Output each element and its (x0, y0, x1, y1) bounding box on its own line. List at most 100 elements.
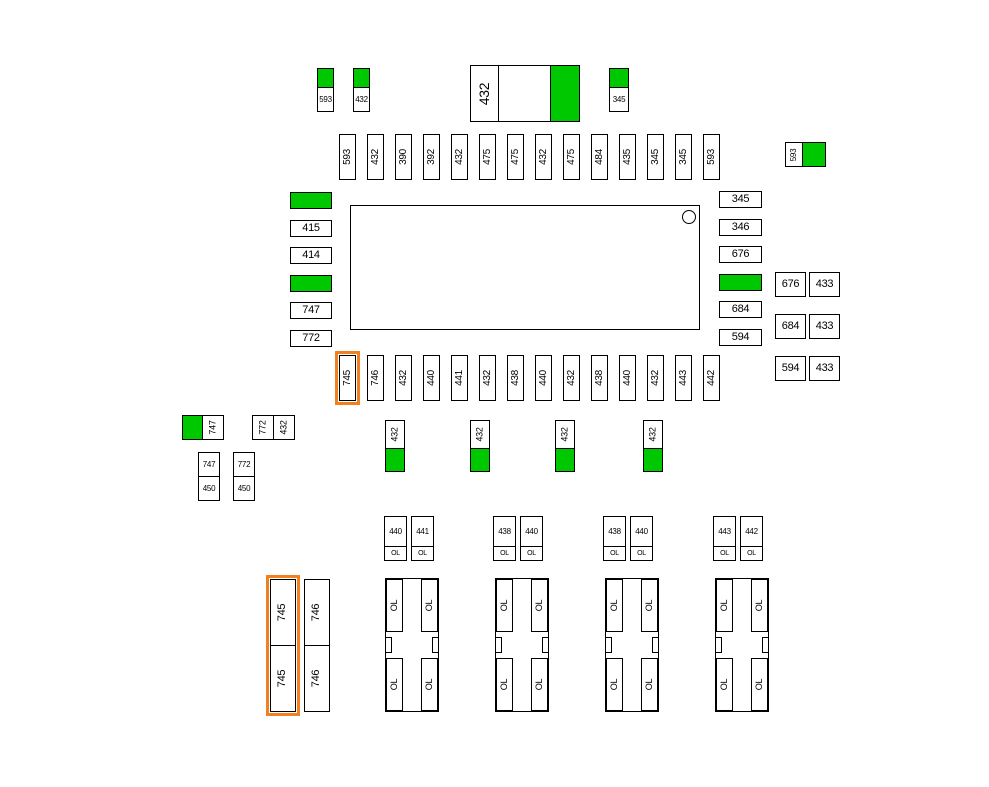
pad-net[interactable]: 593 (785, 142, 803, 167)
pad-net[interactable]: 745 (270, 645, 296, 712)
pad-ol[interactable]: OL (751, 658, 768, 711)
pad-net[interactable]: 441 (411, 516, 434, 547)
pad-ol[interactable]: OL (386, 579, 403, 632)
pad-net[interactable]: 432 (273, 415, 295, 440)
pad-net[interactable]: 432 (395, 355, 412, 401)
pad-tested[interactable] (182, 415, 203, 440)
pad-ol[interactable]: OL (713, 546, 736, 561)
pad-net[interactable]: 345 (647, 134, 664, 180)
pad-net[interactable]: 440 (384, 516, 407, 547)
pad-ol[interactable]: OL (411, 546, 434, 561)
pad-net[interactable]: 747 (202, 415, 224, 440)
pad-net[interactable]: 438 (591, 355, 608, 401)
pad-ol[interactable]: OL (606, 658, 623, 711)
pad-net[interactable]: 433 (809, 272, 840, 297)
pad-net[interactable]: 475 (507, 134, 524, 180)
pad-tested[interactable] (719, 273, 762, 291)
pad-net[interactable]: 443 (713, 516, 736, 547)
pad-tested[interactable] (290, 192, 332, 209)
pad-net[interactable]: 593 (339, 134, 356, 180)
pad-ol[interactable]: OL (531, 579, 548, 632)
pad-net[interactable]: 432 (385, 420, 405, 449)
pad-tested[interactable] (643, 448, 663, 472)
pad-tested[interactable] (317, 68, 334, 88)
pad-tested[interactable] (609, 68, 629, 88)
pad-ol[interactable]: OL (606, 579, 623, 632)
pad-net[interactable]: 432 (479, 355, 496, 401)
pad-net[interactable]: 484 (591, 134, 608, 180)
pad-net[interactable]: 438 (507, 355, 524, 401)
pad-tested[interactable] (550, 65, 580, 122)
pad-net[interactable]: 746 (367, 355, 384, 401)
pad-net[interactable]: 433 (809, 314, 840, 339)
pad-net[interactable]: 345 (675, 134, 692, 180)
pad-net[interactable]: 772 (233, 452, 255, 477)
pad-net[interactable]: 432 (470, 420, 490, 449)
pad-net[interactable]: 440 (630, 516, 653, 547)
pad-net[interactable]: 440 (619, 355, 636, 401)
pad-net[interactable]: 450 (198, 476, 220, 501)
pad-ol[interactable]: OL (421, 579, 438, 632)
pad-ol[interactable]: OL (603, 546, 626, 561)
pad-ol[interactable]: OL (716, 579, 733, 632)
pad-net[interactable]: 442 (703, 355, 720, 401)
pad-tested[interactable] (470, 448, 490, 472)
pad-net[interactable]: 475 (479, 134, 496, 180)
pad-net[interactable]: 390 (395, 134, 412, 180)
pad-net[interactable]: 432 (367, 134, 384, 180)
pad-net[interactable]: 432 (353, 87, 370, 112)
pad-net[interactable]: 747 (290, 302, 332, 320)
pad-net[interactable]: 345 (609, 87, 629, 112)
pad-net[interactable]: 746 (304, 645, 330, 712)
pad-net[interactable]: 346 (719, 218, 762, 236)
pad-tested[interactable] (385, 448, 405, 472)
pad-net[interactable]: 442 (740, 516, 763, 547)
pad-ol[interactable]: OL (386, 658, 403, 711)
pad-ol[interactable]: OL (751, 579, 768, 632)
pad-net[interactable]: 747 (198, 452, 220, 477)
pad-tested[interactable] (290, 274, 332, 292)
pad-net[interactable]: 475 (563, 134, 580, 180)
pad-net[interactable]: 438 (493, 516, 516, 547)
pad-ol[interactable]: OL (641, 579, 658, 632)
pad-net[interactable]: 440 (535, 355, 552, 401)
pad-net[interactable]: 594 (775, 356, 806, 381)
pad-net[interactable]: 676 (719, 246, 762, 264)
pad-tested[interactable] (802, 142, 826, 167)
pad-ol[interactable]: OL (493, 546, 516, 561)
pad-net[interactable]: 772 (252, 415, 274, 440)
pad-net[interactable]: 441 (451, 355, 468, 401)
pad-net[interactable]: 746 (304, 579, 330, 646)
pad-tested[interactable] (555, 448, 575, 472)
pad-net[interactable]: 435 (619, 134, 636, 180)
pad-tested[interactable] (353, 68, 370, 88)
pad-net[interactable]: 745 (339, 355, 356, 401)
pad-net[interactable]: 345 (719, 191, 762, 208)
pad-ol[interactable]: OL (520, 546, 543, 561)
pad-net[interactable]: 443 (675, 355, 692, 401)
pad-net[interactable]: 772 (290, 330, 332, 347)
pad-net[interactable]: 433 (809, 356, 840, 381)
pad-ol[interactable]: OL (421, 658, 438, 711)
pad-ol[interactable]: OL (641, 658, 658, 711)
pad-ol[interactable]: OL (716, 658, 733, 711)
pad-net[interactable]: 432 (555, 420, 575, 449)
pad-net[interactable]: 432 (643, 420, 663, 449)
pad-net[interactable]: 684 (775, 314, 806, 339)
pad-net[interactable]: 415 (290, 219, 332, 237)
ic-body[interactable] (350, 205, 700, 330)
pad-net[interactable]: 392 (423, 134, 440, 180)
pad-ol[interactable]: OL (630, 546, 653, 561)
pad-ol[interactable]: OL (496, 579, 513, 632)
pad-ol[interactable]: OL (496, 658, 513, 711)
pad-net[interactable]: 593 (317, 87, 334, 112)
pad-net[interactable]: 432 (451, 134, 468, 180)
pad-net[interactable]: 450 (233, 476, 255, 501)
pad-net[interactable]: 594 (719, 329, 762, 346)
pad-net[interactable]: 440 (520, 516, 543, 547)
pad-net[interactable]: 432 (470, 65, 499, 122)
pad-net[interactable]: 438 (603, 516, 626, 547)
pad-ol[interactable]: OL (531, 658, 548, 711)
pad-net[interactable]: 414 (290, 247, 332, 265)
